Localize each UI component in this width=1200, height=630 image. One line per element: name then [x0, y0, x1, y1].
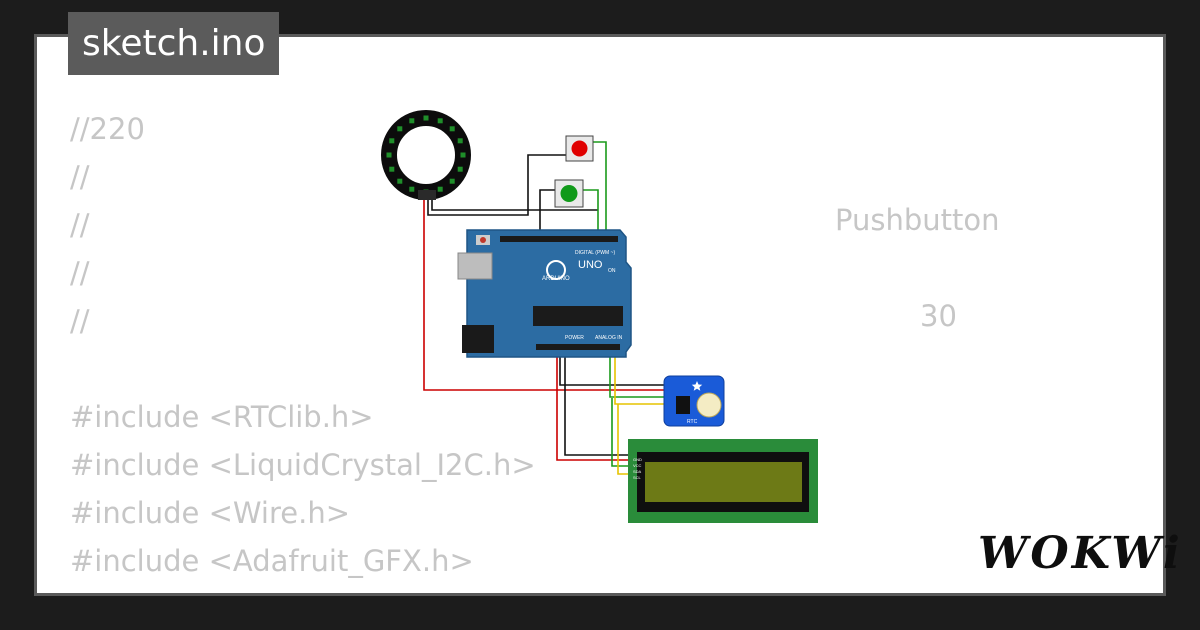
code-line: #include <LiquidCrystal_I2C.h> — [70, 448, 536, 482]
code-line: // — [70, 160, 90, 194]
ring-led — [457, 166, 463, 172]
wire-black-button1 — [427, 154, 566, 216]
ring-led — [457, 138, 463, 144]
code-line: // — [70, 304, 90, 338]
reset-button-cap — [480, 237, 486, 243]
ring-led — [409, 118, 415, 124]
analog-label: ANALOG IN — [595, 335, 623, 341]
power-analog-header — [536, 344, 620, 350]
neopixel-ring[interactable] — [381, 110, 471, 201]
digital-label: DIGITAL (PWM ~) — [575, 250, 615, 256]
ring-led — [386, 152, 392, 158]
digital-header — [500, 236, 618, 242]
code-line: #include <Adafruit_GFX.h> — [70, 544, 474, 578]
ring-connector — [418, 190, 436, 200]
code-line: #include <Adafruit_SSD1306.h> — [70, 585, 548, 593]
pushbutton-red[interactable] — [565, 135, 594, 162]
file-title: sketch.ino — [68, 12, 280, 75]
ring-led — [449, 126, 455, 132]
code-line: // — [70, 256, 90, 290]
board-model: UNO — [578, 259, 603, 271]
wire-red-ring — [423, 200, 668, 391]
wire-yellow-lcd — [617, 404, 632, 475]
wire-black-button2 — [539, 189, 555, 232]
button-cap-green — [560, 185, 578, 202]
arduino-logo-icon — [546, 260, 566, 280]
canvas-card: //220 // // // // #include <RTClib.h> #include… — [34, 34, 1166, 596]
code-line: #include <RTClib.h> — [70, 400, 374, 434]
wire-green-button2 — [583, 189, 599, 232]
wire-black-rtc — [559, 356, 668, 386]
wire-black-ring — [431, 200, 598, 211]
arduino-uno[interactable]: UNO ARDUINO DIGITAL (PWM ~) ON POWER ANA… — [457, 229, 632, 358]
pushbutton-comment: Pushbutton — [835, 203, 1000, 237]
usb-port — [457, 252, 493, 280]
code-line: // — [70, 208, 90, 242]
wokwi-logo: WOKWi — [978, 528, 1183, 579]
ring-led — [437, 186, 443, 192]
board-brand: ARDUINO — [542, 276, 570, 282]
wire-yellow-rtc — [614, 356, 668, 405]
ring-led — [397, 126, 403, 132]
power-jack — [462, 325, 494, 353]
wire-black-lcd — [564, 356, 632, 456]
code-editor: //220 // // // // #include <RTClib.h> #include… — [70, 105, 548, 593]
on-label: ON — [608, 268, 616, 274]
star-icon — [691, 381, 703, 391]
wire-red-lcd — [556, 356, 632, 461]
atmega-chip — [533, 306, 623, 326]
ring-led — [409, 186, 415, 192]
lcd-display[interactable]: GND VCC SDA SCL — [628, 439, 818, 523]
power-label: POWER — [565, 335, 584, 341]
lcd-screen — [645, 462, 802, 502]
button-cap-red — [571, 140, 588, 157]
ring-led — [460, 152, 466, 158]
code-line: //220 — [70, 112, 145, 146]
thirty-comment: 30 — [920, 299, 957, 333]
wire-green-lcd — [611, 398, 632, 467]
pushbutton-green[interactable] — [554, 179, 584, 208]
ring-led — [437, 118, 443, 124]
wire-green-button1 — [593, 141, 607, 232]
ring-led — [389, 166, 395, 172]
code-line: #include <Wire.h> — [70, 496, 351, 530]
ring-led — [389, 138, 395, 144]
ring-led — [423, 115, 429, 121]
rtc-label: RTC — [687, 419, 698, 425]
rtc-module[interactable]: RTC — [663, 375, 725, 427]
lcd-pin-scl: SCL — [633, 475, 642, 480]
ring-leds — [386, 115, 466, 195]
lcd-pin-gnd: GND — [633, 457, 642, 462]
lcd-pin-sda: SDA — [633, 469, 642, 474]
ring-led — [449, 178, 455, 184]
rtc-chip — [676, 396, 690, 414]
lcd-pin-vcc: VCC — [633, 463, 642, 468]
wire-green-rtc — [609, 356, 668, 398]
ring-led — [397, 178, 403, 184]
rtc-battery — [696, 392, 722, 418]
